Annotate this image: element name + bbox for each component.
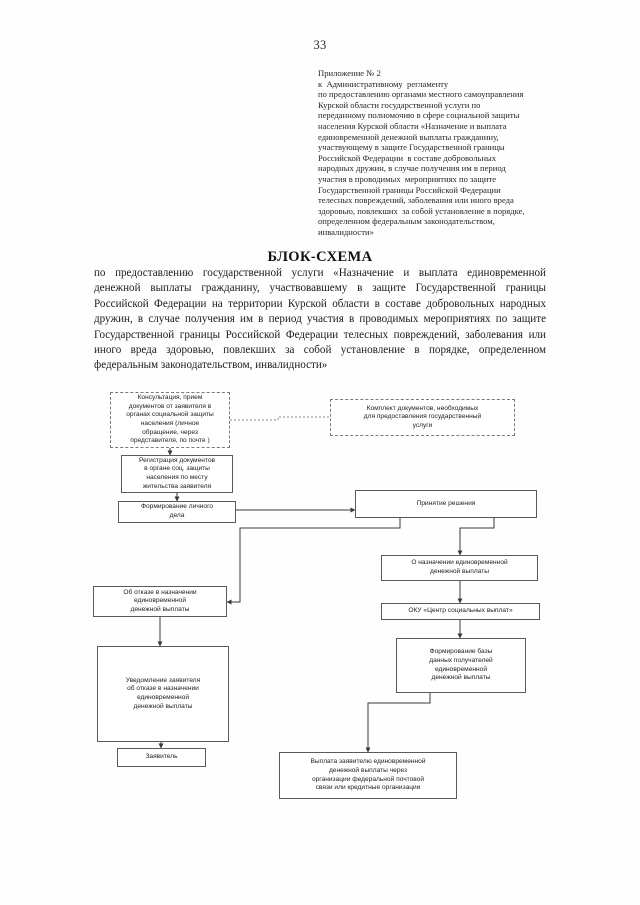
annex-line: единовременной денежной выплаты граждани… [318, 131, 499, 142]
flow-node-decision-making: Принятие решения [355, 490, 537, 518]
flow-node-grant-payment-decision: О назначении единовременной денежной вып… [381, 555, 538, 581]
flow-node-label: Консультация, прием документов от заявит… [126, 394, 214, 445]
annex-line: телесных повреждений, заболевания или ин… [318, 195, 514, 206]
annex-line: определенном федеральным законодательств… [318, 216, 495, 227]
page-title: БЛОК-СХЕМА [267, 249, 373, 265]
flow-node-refusal-decision: Об отказе в назначении единовременной де… [93, 586, 227, 617]
flow-node-social-payments-center: ОКУ «Центр социальных выплат» [381, 603, 540, 620]
annex-line: по предоставлению органами местного само… [318, 89, 524, 100]
flow-node-label: Регистрация документов в органе соц. защ… [138, 456, 216, 490]
annex-line: народных дружин, в случае получения им в… [318, 163, 506, 174]
annex-line: населения Курской области «Назначение и … [318, 120, 507, 131]
flow-node-label: Об отказе в назначении единовременной де… [123, 588, 197, 613]
annex-line: инвалидности» [318, 226, 374, 237]
annex-reference-block: Приложение № 2 к Административному регла… [318, 68, 590, 238]
connector-decision-to-refusal [226, 518, 401, 605]
flow-node-label: Формирование личного дела [140, 503, 214, 519]
annex-line: Российской Федерации в составе доброволь… [318, 152, 497, 163]
annex-line: к Административному регламенту [318, 78, 449, 89]
annex-line: переданному полномочию в сфере социально… [318, 110, 520, 121]
flow-node-applicant: Заявитель [117, 748, 206, 767]
annex-line: здоровью, повлекших за собой установлени… [318, 205, 525, 216]
annex-line: Приложение № 2 [318, 68, 381, 78]
flow-node-consultation-reception: Консультация, прием документов от заявит… [110, 392, 230, 448]
flow-node-label: Выплата заявителю единовременной денежно… [310, 758, 426, 792]
page-number: 33 [313, 38, 327, 52]
flow-node-document-registration: Регистрация документов в органе соц. защ… [121, 455, 233, 493]
lead-paragraph: по предоставлению государственной услуги… [94, 267, 546, 372]
flow-node-label: Заявитель [145, 753, 178, 761]
flow-node-payment-disbursement: Выплата заявителю единовременной денежно… [279, 752, 457, 799]
flow-node-label: ОКУ «Центр социальных выплат» [408, 607, 513, 615]
flow-node-applicant-refusal-notification: Уведомление заявителя об отказе в назнач… [97, 646, 229, 742]
flow-node-label: Комплект документов, необходимых для пре… [363, 404, 482, 429]
flow-node-label: Принятие решения [416, 499, 476, 507]
annex-line: участия в проводимых мероприятиях по защ… [318, 173, 497, 184]
connector-database-to-payment [365, 693, 431, 753]
flow-node-recipients-database-formation: Формирование базы данных получателей еди… [396, 638, 526, 693]
flow-node-personal-file-formation: Формирование личного дела [118, 501, 236, 523]
flow-node-label: Уведомление заявителя об отказе в назнач… [125, 676, 201, 710]
connector-decision-to-grant [457, 518, 495, 556]
annex-line: Курской области государственной услуги п… [318, 99, 481, 110]
annex-line: Государственной границы Российской Федер… [318, 184, 501, 195]
flow-node-label: О назначении единовременной денежной вып… [411, 559, 508, 575]
flow-node-required-document-set: Комплект документов, необходимых для пре… [330, 399, 515, 436]
flow-node-label: Формирование базы данных получателей еди… [429, 648, 493, 682]
connector-consultation-to-document-set [230, 416, 330, 421]
annex-line: участвующему в защите Государственной гр… [318, 142, 505, 153]
